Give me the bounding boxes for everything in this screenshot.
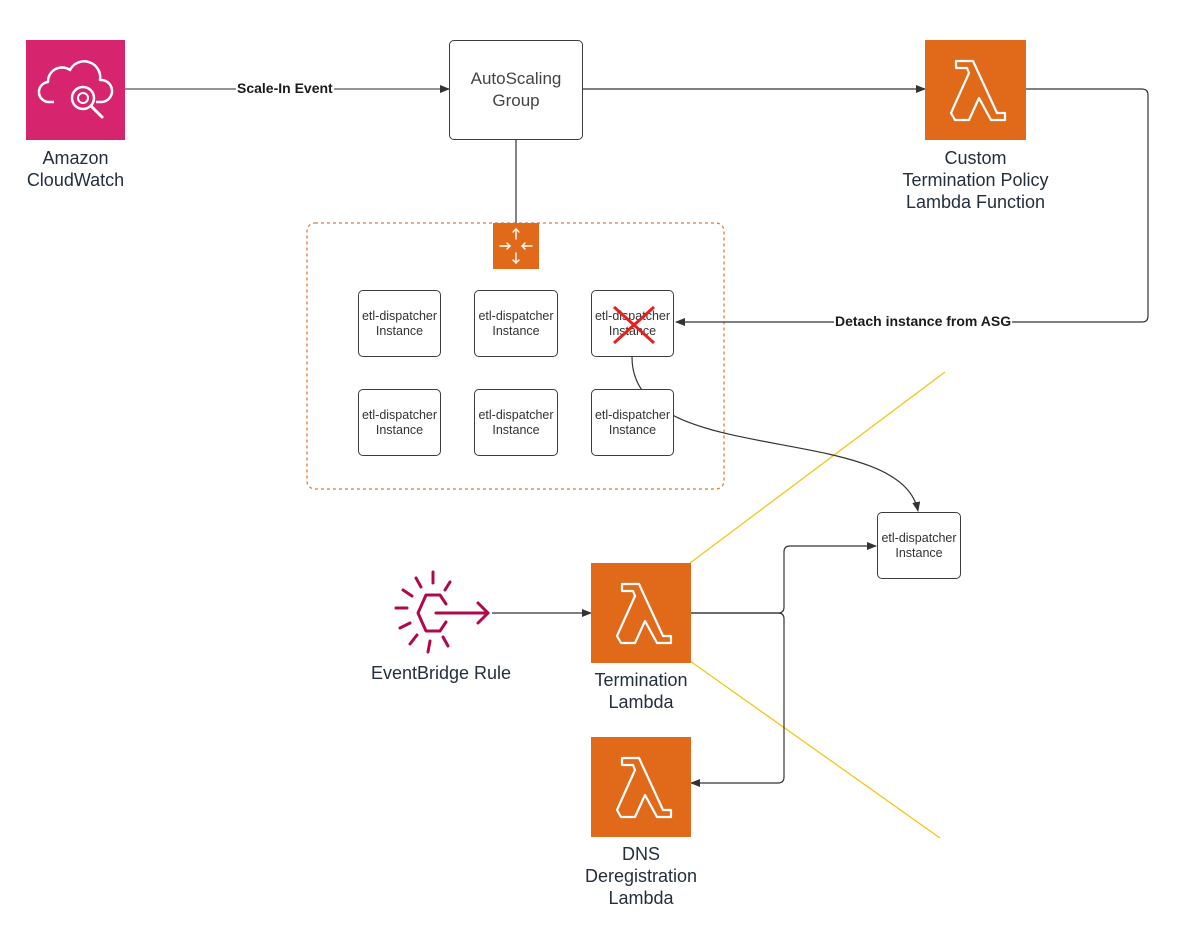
cloudwatch-icon (26, 40, 125, 140)
instance-label: etl-dispatcher Instance (594, 407, 671, 437)
instance-label: etl-dispatcher Instance (478, 407, 554, 437)
instance-box[interactable]: etl-dispatcher Instance (358, 389, 441, 456)
dns-lambda-label: DNS Deregistration Lambda (584, 844, 698, 908)
termination-lambda-label: Termination Lambda (594, 670, 688, 712)
instance-label: etl-dispatcher Instance (361, 407, 438, 437)
yellow-line-lower (689, 660, 941, 839)
autoscaling-group-node[interactable]: AutoScaling Group (449, 40, 583, 140)
terminated-cross-icon (612, 305, 656, 345)
autoscaling-group-label: AutoScaling Group (470, 69, 562, 110)
termination-lambda-icon (591, 563, 691, 663)
instance-box[interactable]: etl-dispatcher Instance (358, 290, 441, 357)
instance-label: etl-dispatcher Instance (478, 308, 554, 338)
cloudwatch-label: Amazon CloudWatch (26, 148, 125, 190)
auto-scaling-icon (493, 223, 539, 269)
edge-lambda-to-instance (690, 542, 877, 614)
eventbridge-label: EventBridge Rule (370, 663, 512, 683)
custom-policy-label: Custom Termination Policy Lambda Functio… (902, 148, 1049, 212)
scale-in-edge-label: Scale-In Event (236, 80, 334, 96)
instance-box[interactable]: etl-dispatcher Instance (474, 389, 558, 456)
edge-lambda-to-dns (690, 612, 785, 787)
instance-box[interactable]: etl-dispatcher Instance (591, 389, 674, 456)
detach-edge-label: Detach instance from ASG (834, 313, 1013, 329)
eventbridge-icon (390, 568, 492, 658)
custom-policy-lambda-icon (925, 40, 1026, 140)
instance-box[interactable]: etl-dispatcher Instance (474, 290, 558, 357)
edge-detach (675, 88, 1149, 326)
terminated-instance-box[interactable]: etl-dispatcher Instance (591, 290, 674, 357)
yellow-line-upper (689, 371, 946, 564)
dns-lambda-icon (591, 737, 691, 837)
detached-instance-label: etl-dispatcher Instance (881, 530, 957, 560)
detached-instance-box[interactable]: etl-dispatcher Instance (877, 512, 961, 579)
edge-detached-move (631, 356, 921, 512)
instance-label: etl-dispatcher Instance (361, 308, 438, 338)
